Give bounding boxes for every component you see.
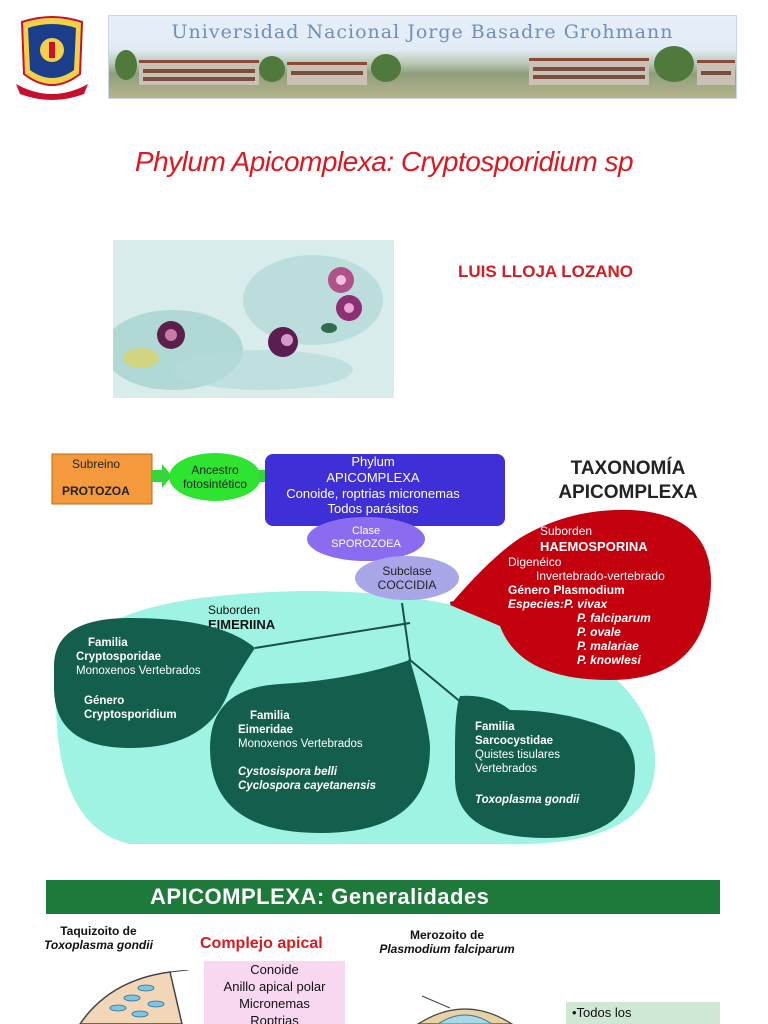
subreino-value: PROTOZOA — [62, 484, 130, 498]
haemosporina-genus: Género Plasmodium — [508, 583, 625, 597]
species-malariae: P. malariae — [577, 639, 639, 653]
ancestro-ellipse — [169, 453, 261, 501]
taxonomy-heading-2: APICOMPLEXA — [558, 482, 698, 503]
university-banner-photo: Universidad Nacional Jorge Basadre Grohm… — [108, 15, 737, 99]
haemosporina-species: Especies:P. vivax — [508, 597, 609, 611]
taquizoito-illustration — [79, 970, 189, 1024]
species-knowlesi: P. knowlesi — [577, 653, 641, 667]
merozoito-label-line1: Merozoito de — [410, 928, 484, 942]
apical-item: Micronemas — [239, 996, 310, 1011]
phylum-feature: Conoide, roptrias micronemas — [286, 486, 460, 501]
eimeridae-region — [210, 660, 430, 833]
cryptosporidae-genus-label: Género — [84, 695, 124, 707]
cryptosporidae-genus: Cryptosporidium — [84, 709, 177, 721]
phylum-note: Todos parásitos — [327, 501, 419, 516]
apical-item: Roptrias — [250, 1013, 299, 1024]
sarcocystidae-label: Familia — [475, 721, 515, 733]
clase-name: SPOROZOEA — [331, 538, 401, 550]
sarcocystidae-cysts: Quistes tisulares — [475, 749, 560, 761]
arrow-right-icon — [152, 464, 172, 488]
haemosporina-region — [450, 509, 711, 680]
subclase-ellipse — [355, 556, 459, 600]
taxonomy-heading-1: TAXONOMÍA — [571, 457, 686, 479]
species-falciparum: P. falciparum — [577, 611, 651, 625]
eimeriina-label: Suborden — [208, 603, 260, 617]
complejo-apical-label: Complejo apical — [200, 935, 323, 952]
apical-item: Anillo apical polar — [223, 979, 326, 994]
merozoito-label-line2: Plasmodium falciparum — [379, 942, 515, 956]
phylum-box — [265, 454, 505, 526]
phylum-name: APICOMPLEXA — [326, 470, 420, 485]
sarcocystidae-region — [455, 695, 635, 838]
eimeridae-name: Eimeridae — [238, 724, 293, 736]
haemosporina-name: HAEMOSPORINA — [540, 539, 648, 554]
phylum-label: Phylum — [351, 454, 394, 469]
banner-title: Universidad Nacional Jorge Basadre Grohm… — [171, 21, 674, 43]
todos-note-box: •Todos los — [566, 1002, 720, 1024]
eimeridae-hosts: Monoxenos Vertebrados — [238, 738, 363, 750]
ancestro-value: fotosintético — [183, 477, 247, 491]
eimeridae-label: Familia — [250, 710, 290, 722]
haemosporina-digeneico: Digenéico — [508, 555, 562, 569]
apical-complex-list: Conoide Anillo apical polar Micronemas R… — [204, 961, 345, 1024]
apical-item: Conoide — [250, 962, 299, 977]
cryptosporidae-name: Cryptosporidae — [76, 651, 161, 663]
taquizoito-label-line1: Taquizoito de — [60, 924, 137, 938]
cryptosporidae-label: Familia — [88, 637, 128, 649]
presentation-title: Phylum Apicomplexa: Cryptosporidium sp — [134, 146, 634, 177]
eimeridae-species-2: Cyclospora cayetanensis — [238, 780, 376, 792]
university-crest-logo — [14, 14, 90, 100]
eimeriina-name: EIMERIINA — [208, 617, 276, 632]
taquizoito-label: Taquizoito de Toxoplasma gondii — [44, 924, 153, 952]
species-ovale: P. ovale — [577, 625, 621, 639]
generalidades-header-bar: APICOMPLEXA: Generalidades — [46, 880, 720, 914]
subreino-label: Subreino — [72, 457, 120, 471]
microscopy-image — [103, 240, 394, 398]
taxonomy-diagram: Subreino PROTOZOA Ancestro fotosintético… — [51, 453, 711, 845]
eimeridae-species-1: Cystosispora belli — [238, 766, 338, 778]
merozoito-label: Merozoito de Plasmodium falciparum — [372, 928, 522, 956]
haemosporina-label: Suborden — [540, 524, 592, 538]
ancestro-label: Ancestro — [191, 463, 239, 477]
merozoito-illustration — [416, 995, 514, 1024]
clase-ellipse — [307, 517, 425, 561]
clase-label: Clase — [352, 525, 380, 537]
sarcocystidae-hosts: Vertebrados — [475, 763, 537, 775]
sarcocystidae-species: Toxoplasma gondii — [475, 794, 580, 806]
sarcocystidae-name: Sarcocystidae — [475, 735, 553, 747]
haemosporina-hosts: Invertebrado-vertebrado — [536, 569, 665, 583]
taquizoito-label-line2: Toxoplasma gondii — [44, 938, 153, 952]
cryptosporidae-hosts: Monoxenos Vertebrados — [76, 665, 201, 677]
cryptosporidae-region — [54, 618, 255, 748]
subclase-name: COCCIDIA — [378, 578, 437, 592]
subclase-label: Subclase — [382, 564, 432, 578]
author-name: LUIS LLOJA LOZANO — [458, 262, 634, 281]
